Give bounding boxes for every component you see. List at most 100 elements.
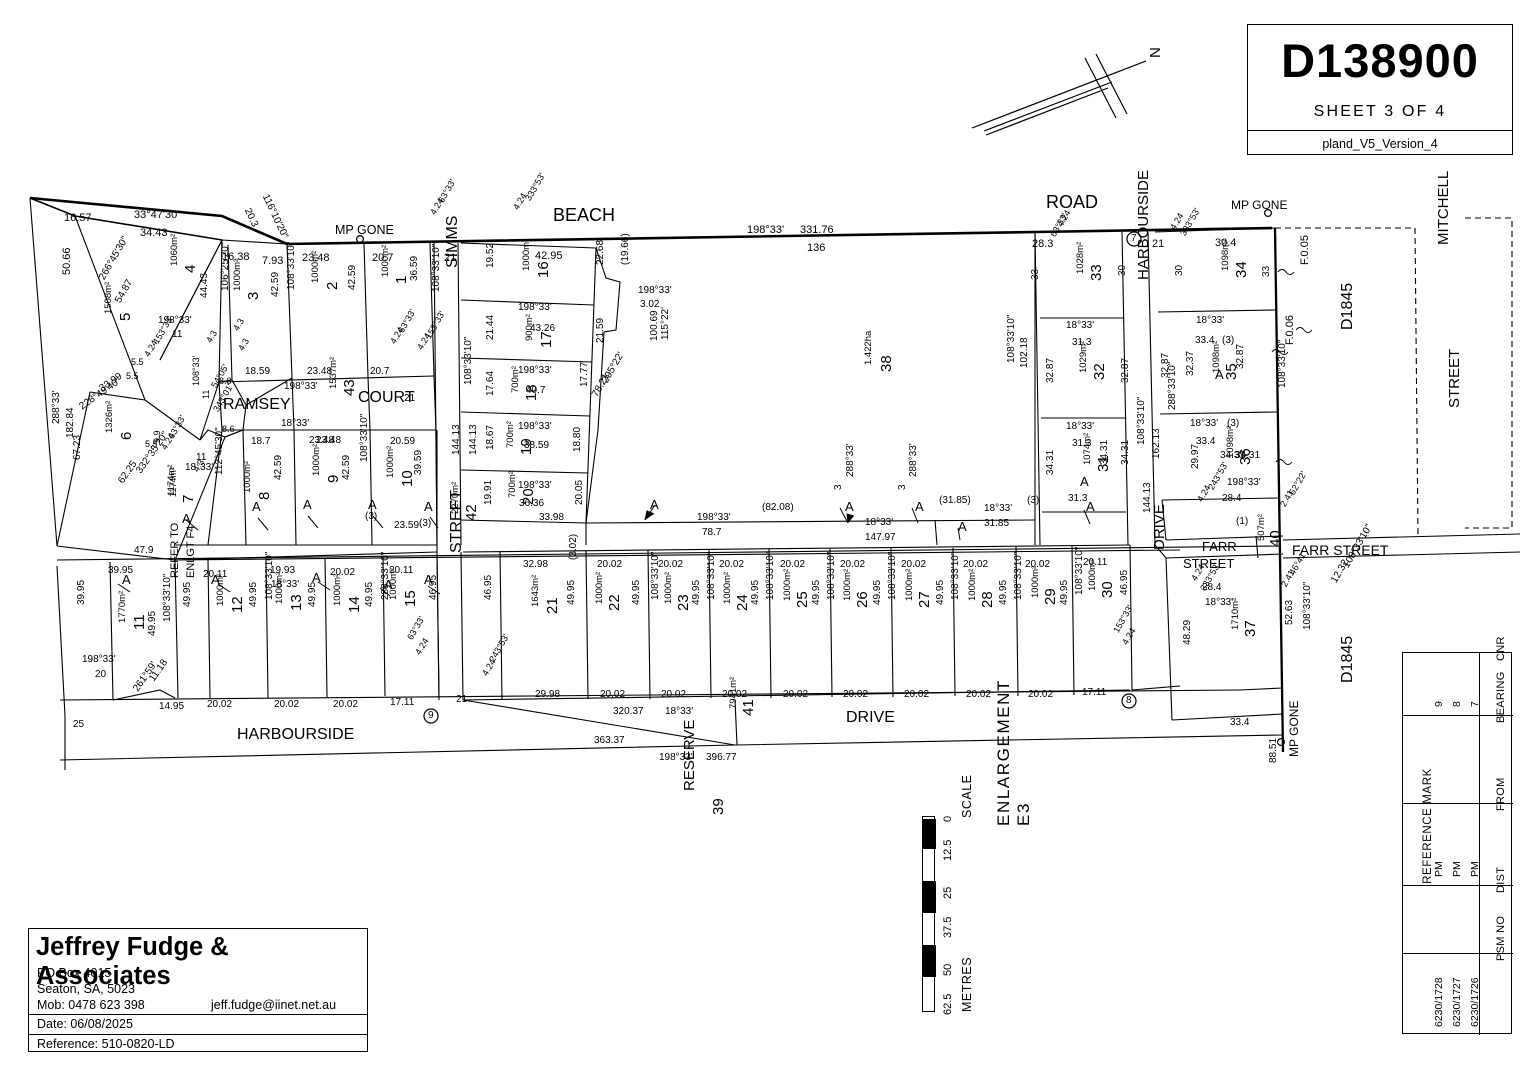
lot-number-34: 34 — [1233, 261, 1250, 278]
lot-number-22: 22 — [606, 594, 623, 611]
lot-number-28: 28 — [979, 591, 996, 608]
dimension-label: 31.3 — [1068, 493, 1088, 504]
leader-letter-a: A — [915, 499, 924, 514]
dimension-label: 18.67 — [485, 424, 496, 450]
dimension-label: 32.98 — [523, 559, 549, 570]
dimension-label: 108°33'10" — [431, 243, 442, 292]
dimension-label: 20.02 — [1028, 689, 1054, 700]
dimension-label: 42.59 — [273, 454, 284, 480]
dimension-label: 48.29 — [1182, 619, 1193, 645]
sheet-label: SHEET 3 OF 4 — [1313, 103, 1447, 120]
lot-number-3: 3 — [245, 291, 262, 300]
dimension-label: 18°33' — [1190, 418, 1219, 429]
dimension-label: 288°33' — [845, 443, 856, 477]
road-name-drive-7: DRIVE — [1151, 504, 1168, 550]
lot-number-24: 24 — [734, 594, 751, 611]
lot-number-6: 6 — [118, 431, 135, 440]
lot-number-5: 5 — [117, 312, 134, 321]
lot-number-21: 21 — [544, 597, 561, 614]
dimension-label: 33.4 — [1230, 717, 1250, 728]
dimension-label: 20.02 — [600, 689, 626, 700]
dimension-label: 49.95 — [631, 579, 642, 605]
dimension-label: 88.51 — [1268, 737, 1279, 763]
road-name-d1845-16: D1845 — [1339, 282, 1356, 330]
dimension-label: 49.95 — [182, 581, 193, 607]
dimension-label: 18°33' — [665, 706, 694, 717]
lot-area-9: 1000m² — [311, 443, 322, 476]
dimension-label: 42.59 — [270, 271, 281, 297]
dimension-label: 20.02 — [780, 559, 806, 570]
dimension-label: 17.64 — [485, 370, 496, 396]
dimension-label: 20.02 — [274, 699, 300, 710]
firm-email[interactable]: jeff.fudge@iinet.net.au — [211, 998, 337, 1012]
lot-area-20: 700m² — [507, 471, 518, 498]
lot-number-2: 2 — [324, 281, 341, 290]
dimension-label: 32.87 — [1235, 343, 1246, 369]
reference-mark-header-from: FROM — [1495, 777, 1507, 811]
dimension-label: 20.59 — [390, 436, 416, 447]
firm-divider-2 — [29, 1034, 367, 1035]
dimension-label: (19.66) — [620, 233, 631, 265]
dimension-label: 33.98 — [539, 512, 565, 523]
reference-mark-column-divider — [1403, 715, 1513, 716]
dimension-label: 18°33' — [1205, 597, 1234, 608]
dimension-label: 288°33' — [908, 443, 919, 477]
dimension-label: 49.95 — [872, 579, 883, 605]
scale-tick-1: 12.5 — [942, 839, 954, 861]
dimension-label: 19.91 — [483, 479, 494, 505]
lot-number-15: 15 — [402, 590, 419, 607]
lot-number-4: 4 — [182, 264, 199, 273]
reference-mark-column-divider — [1403, 953, 1513, 954]
version-label: pland_V5_Version_4 — [1322, 137, 1438, 151]
dimension-label: 42.95 — [535, 250, 563, 262]
dimension-label: 20.11 — [203, 569, 228, 580]
dimension-label: 198°33' — [1227, 477, 1261, 488]
lot-number-12: 12 — [229, 596, 246, 613]
annotation-refer-to: REFER TO — [169, 522, 181, 578]
title-block-divider — [1248, 130, 1512, 131]
dimension-label: 20.02 — [840, 559, 866, 570]
lot-number-33: 33 — [1088, 264, 1105, 281]
dimension-label: 30 — [1174, 264, 1185, 276]
north-arrow-label: N — [1147, 47, 1164, 58]
dimension-label: 18.80 — [572, 426, 583, 452]
dimension-label: 20.02 — [597, 559, 623, 570]
reference-mark-header-psm_no: PSM NO — [1495, 915, 1507, 961]
firm-name: Jeffrey Fudge & Associates — [36, 933, 229, 990]
dimension-label: 19.93 — [270, 565, 296, 576]
dimension-label: 34.31 — [1120, 439, 1131, 465]
dimension-label: 29.98 — [535, 689, 561, 700]
lot-number-14: 14 — [346, 596, 363, 613]
dimension-label: 11 — [172, 329, 183, 340]
dimension-label: 108°33'10" — [1006, 314, 1017, 363]
lot-number-9: 9 — [325, 474, 342, 483]
leader-letter-a: A — [384, 577, 393, 592]
dimension-label: 78.7 — [702, 527, 722, 538]
lot-number-42: 42 — [463, 504, 480, 521]
dimension-label: 32.87 — [1045, 357, 1056, 383]
dimension-label: 108°33'10" — [264, 551, 275, 600]
dimension-label: 20.02 — [843, 689, 869, 700]
dimension-label: 18°33' — [1066, 320, 1095, 331]
lot-area-21: 1643m² — [530, 574, 541, 607]
dimension-label: 5.5 — [126, 371, 139, 381]
plan-reference: Reference: 510-0820-LD — [37, 1037, 175, 1051]
dimension-label: 32.37 — [1185, 350, 1196, 376]
dimension-label: 19.52 — [485, 242, 496, 268]
dimension-label: 198°33' — [158, 315, 192, 326]
dimension-label: 331.76 — [800, 224, 834, 236]
lot-area-6: 1326m² — [104, 400, 115, 433]
dimension-label: 5.5 — [145, 439, 158, 449]
annotation-mp-gone: MP GONE — [1231, 198, 1288, 212]
dimension-label: 40.7 — [526, 385, 546, 396]
road-name-street-14: STREET — [1446, 348, 1463, 408]
dimension-label: 33.4 — [1195, 335, 1215, 346]
dimension-label: (3) — [419, 518, 432, 529]
dimension-label: 288°33' — [51, 390, 62, 424]
dimension-label: 52.63 — [1284, 599, 1295, 625]
dimension-label: 102.18 — [1019, 337, 1030, 368]
dimension-label: 18.59 — [245, 366, 271, 377]
dimension-label: 34.31 — [1099, 439, 1110, 465]
reference-mark-header-bearing: BEARING — [1495, 671, 1507, 723]
